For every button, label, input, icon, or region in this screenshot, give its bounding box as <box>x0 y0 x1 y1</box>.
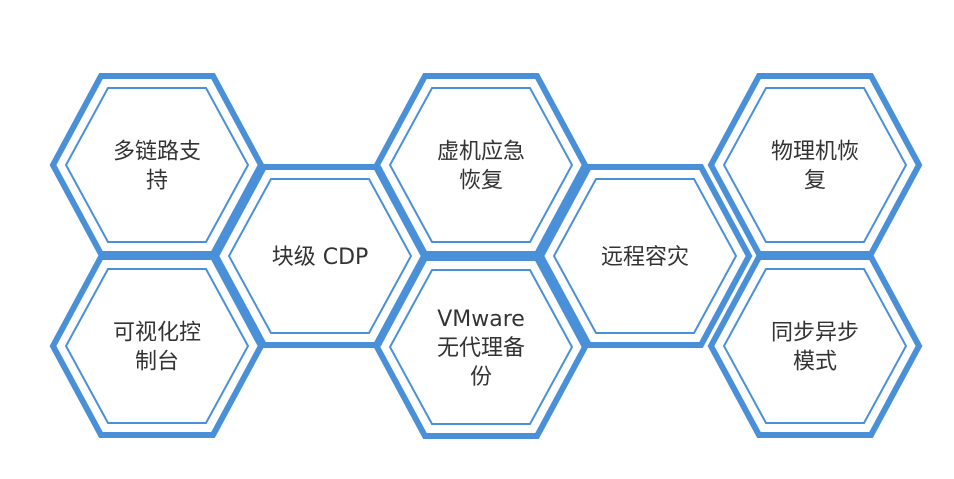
hexagon-inner-border <box>388 269 574 425</box>
hexagon-inner-border <box>722 87 908 243</box>
feature-label-line: 远程容灾 <box>601 245 689 270</box>
feature-label-line: 同步异步 <box>771 321 859 346</box>
feature-label-line: 制台 <box>135 350 179 375</box>
feature-label-line: 可视化控 <box>113 321 201 346</box>
feature-label-line: 模式 <box>793 350 837 375</box>
hexagon-outer-border <box>373 255 589 439</box>
hexagon-outer-border <box>707 73 923 257</box>
feature-label-line: 多链路支 <box>113 140 201 165</box>
hexagon-outer-border <box>373 73 589 257</box>
hexagon-outer-border <box>49 254 265 438</box>
hexagon-inner-border <box>388 87 574 243</box>
feature-hexagon: 块级 CDP <box>212 164 428 348</box>
feature-label-line: 份 <box>470 365 492 390</box>
hexagon-inner-border <box>722 268 908 424</box>
hexagon-inner-border <box>64 87 250 243</box>
hexagon-inner-border <box>64 268 250 424</box>
feature-hexagon: 远程容灾 <box>537 164 753 348</box>
feature-label-line: 物理机恢 <box>771 140 859 165</box>
feature-label-line: 块级 CDP <box>272 245 369 270</box>
hexagon-outer-border <box>707 254 923 438</box>
feature-label-line: 复 <box>804 169 826 194</box>
feature-label-line: 持 <box>146 169 168 194</box>
feature-label-line: VMware <box>437 307 525 332</box>
hexagon-inner-border <box>227 178 413 334</box>
feature-label-line: 恢复 <box>459 169 503 194</box>
hexagon-outer-border <box>537 164 753 348</box>
feature-label-line: 无代理备 <box>437 336 525 361</box>
hexagon-inner-border <box>552 178 738 334</box>
feature-label-line: 虚机应急 <box>437 140 525 165</box>
